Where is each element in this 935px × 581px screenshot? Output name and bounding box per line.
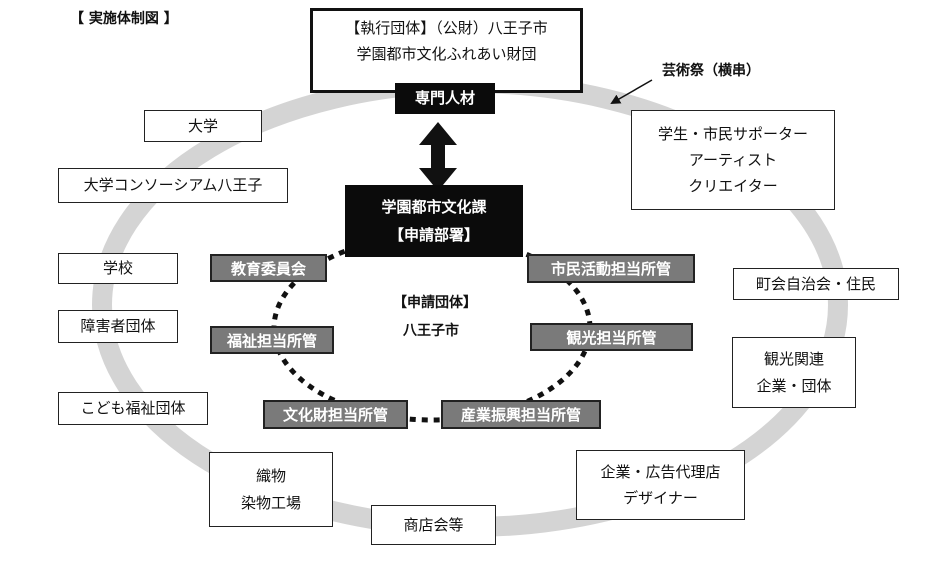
department-education: 教育委員会	[210, 254, 327, 282]
specialist-staff-label: 専門人材	[395, 83, 495, 114]
partner-residents: 町会自治会・住民	[733, 268, 899, 300]
festival-arrow	[610, 79, 653, 104]
partner-textiles-line2: 染物工場	[240, 493, 301, 512]
partner-university-consortium: 大学コンソーシアム八王子	[58, 168, 288, 203]
partner-tourism-companies: 観光関連 企業・団体	[732, 337, 856, 408]
applicant-label: 【申請団体】	[393, 295, 477, 311]
department-cultural-property: 文化財担当所管	[263, 400, 408, 429]
partner-tourism-line1: 観光関連	[763, 350, 824, 369]
partner-school: 学校	[58, 253, 178, 284]
partner-children-welfare: こども福祉団体	[58, 392, 208, 425]
department-industry: 産業振興担当所管	[441, 400, 601, 429]
applicant-name: 八王子市	[403, 323, 459, 339]
festival-label: 芸術祭（横串）	[662, 63, 760, 79]
partner-university: 大学	[144, 110, 262, 142]
executing-body-box: 【執行団体】（公財）八王子市 学園都市文化ふれあい財団	[310, 8, 583, 93]
double-headed-arrow	[419, 122, 457, 191]
partner-tourism-line2: 企業・団体	[756, 376, 832, 395]
partner-ad-line1: 企業・広告代理店	[600, 462, 721, 481]
partner-supporters-artists: 学生・市民サポーター アーティスト クリエイター	[631, 110, 835, 210]
department-welfare: 福祉担当所管	[210, 326, 334, 354]
partner-shopping-associations: 商店会等	[371, 505, 496, 545]
diagram-title: 【 実施体制図 】	[70, 11, 178, 27]
city-department-box: 学園都市文化課 【申請部署】	[345, 185, 523, 257]
partner-supporters-line2: アーティスト	[688, 150, 778, 169]
partner-textiles: 織物 染物工場	[209, 452, 333, 527]
city-department-name: 学園都市文化課	[381, 197, 487, 216]
partner-textiles-line1: 織物	[255, 467, 286, 486]
partner-ad-line2: デザイナー	[623, 489, 698, 507]
executing-body-line2: 学園都市文化ふれあい財団	[356, 45, 537, 64]
partner-disability-groups: 障害者団体	[58, 310, 178, 343]
department-citizen: 市民活動担当所管	[527, 254, 695, 283]
partner-companies-agencies: 企業・広告代理店 デザイナー	[576, 450, 745, 520]
department-tourism: 観光担当所管	[530, 323, 693, 351]
executing-body-line1: 【執行団体】（公財）八王子市	[345, 19, 548, 37]
partner-supporters-line3: クリエイター	[688, 177, 778, 196]
city-department-role: 【申請部署】	[388, 226, 479, 244]
partner-supporters-line1: 学生・市民サポーター	[657, 124, 808, 143]
